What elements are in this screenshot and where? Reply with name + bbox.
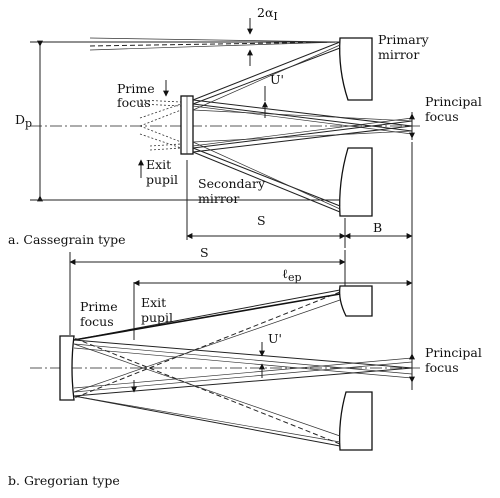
cassegrain-diagram [30,18,420,250]
angle-2alpha-label: 2αI [257,5,278,23]
incoming-ray [89,37,341,43]
principal-focus-label: Principal [425,94,482,109]
exit-pupil-label: Exit [146,157,171,172]
incoming-ray [89,41,341,47]
primary-mirror-upper [338,285,373,317]
exit-pupil-label: pupil [146,172,178,187]
gregorian-diagram [30,250,420,451]
dp-label: Dp [15,112,32,130]
prime-focus-label: focus [80,314,114,329]
u-prime-label: U' [270,72,284,87]
primary-mirror-label: mirror [378,47,419,62]
s-dimension-label: S [200,245,209,260]
s-dimension-label: S [257,213,266,228]
exit-pupil-label: Exit [141,295,166,310]
principal-focus-label: focus [425,360,459,375]
secondary-mirror [59,335,75,401]
principal-focus-label: focus [425,109,459,124]
prime-focus-label: Prime [117,81,155,96]
prime-focus-label: focus [117,95,151,110]
caption-cassegrain: a. Cassegrain type [8,232,126,247]
u-prime-label: U' [268,331,282,346]
caption-gregorian: b. Gregorian type [8,473,120,488]
primary-mirror-lower [338,391,373,451]
secondary-mirror-label: Secondary [198,176,266,191]
b-dimension-label: B [373,220,382,235]
prime-focus-label: Prime [80,299,118,314]
primary-mirror-upper [339,37,373,101]
primary-mirror-label: Primary [378,32,430,47]
exit-pupil-label: pupil [141,310,173,325]
principal-focus-label: Principal [425,345,482,360]
labels: 2αI Dp Primary mirror U' Prime focus Pri… [8,5,482,488]
incoming-ray [89,41,341,51]
primary-mirror-lower [339,147,373,217]
secondary-mirror-label: mirror [198,191,239,206]
lep-label: ℓep [282,266,302,284]
